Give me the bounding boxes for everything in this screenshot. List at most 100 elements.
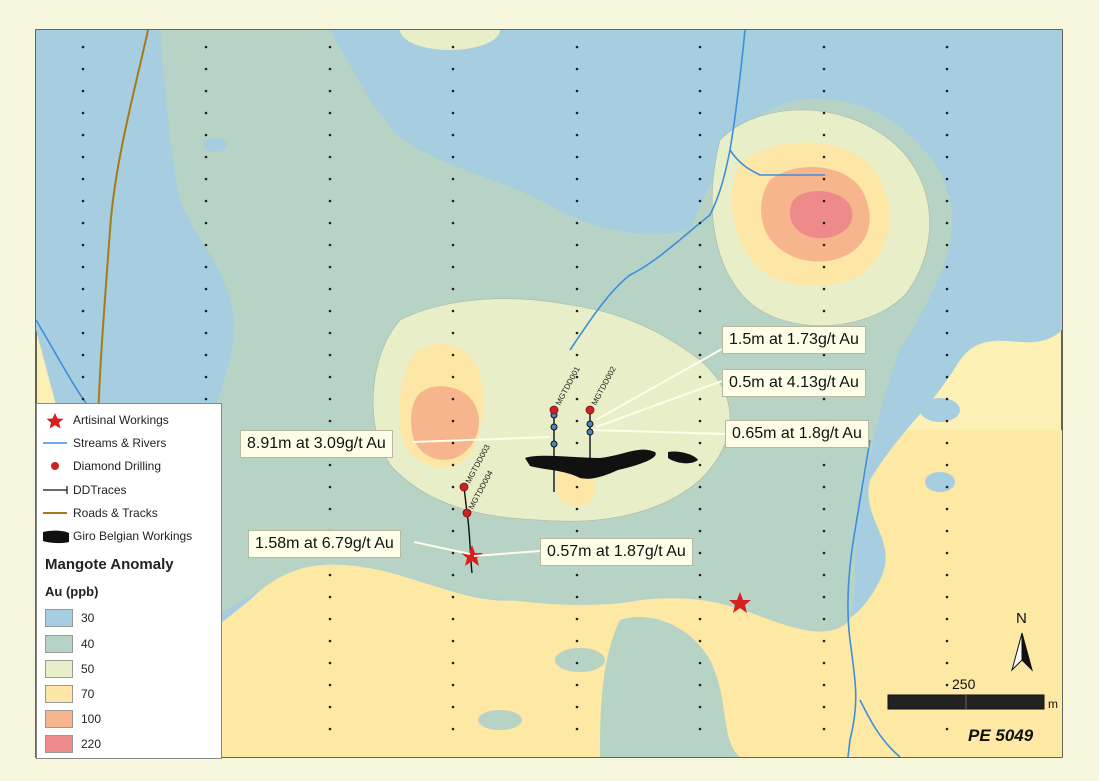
sample-point [451, 507, 455, 511]
sample-point [945, 507, 949, 511]
sample-point [451, 45, 455, 49]
sample-point [451, 177, 455, 181]
line-icon [43, 442, 67, 444]
sample-point [328, 595, 332, 599]
sample-point [328, 133, 332, 137]
sample-point [204, 375, 208, 379]
sample-point [204, 111, 208, 115]
legend-label: DDTraces [73, 483, 127, 497]
sample-point [575, 441, 579, 445]
sample-point [698, 551, 702, 555]
map-legend: Artisinal Workings Streams & Rivers Diam… [36, 403, 222, 759]
sample-point [945, 529, 949, 533]
legend-label: Artisinal Workings [73, 413, 169, 427]
sample-point [698, 661, 702, 665]
sample-point [81, 287, 85, 291]
sample-point [945, 727, 949, 731]
sample-point [822, 265, 826, 269]
sample-point [945, 375, 949, 379]
sample-point [575, 67, 579, 71]
sample-point [945, 199, 949, 203]
legend-swatch-50 [45, 660, 73, 678]
legend-label: Diamond Drilling [73, 459, 162, 473]
region-label: PE 5049 [968, 726, 1034, 745]
sample-point [204, 177, 208, 181]
sample-point [328, 287, 332, 291]
scale-value: 250 [952, 676, 976, 692]
sample-point [81, 331, 85, 335]
sample-point [822, 111, 826, 115]
sample-point [822, 243, 826, 247]
sample-point [822, 507, 826, 511]
sample-point [328, 727, 332, 731]
sample-point [328, 683, 332, 687]
sample-point [945, 595, 949, 599]
sample-point [822, 661, 826, 665]
sample-point [698, 705, 702, 709]
callout-mgtdd002-3: 0.65m at 1.8g/t Au [725, 420, 869, 448]
sample-point [698, 155, 702, 159]
giro-belgian-workings-b [668, 451, 698, 464]
sample-point [204, 309, 208, 313]
sample-point [81, 375, 85, 379]
artisinal-working-star [461, 545, 483, 566]
sample-point [575, 111, 579, 115]
sample-point [81, 89, 85, 93]
sample-point [451, 353, 455, 357]
callout-mgtdd004: 1.58m at 6.79g/t Au [248, 530, 401, 558]
sample-point [575, 287, 579, 291]
sample-point [81, 199, 85, 203]
sample-point [822, 463, 826, 467]
sample-point [451, 199, 455, 203]
legend-item-roads: Roads & Tracks [37, 503, 158, 523]
sample-point [698, 463, 702, 467]
patch-icon [43, 530, 69, 544]
sample-point [698, 507, 702, 511]
sample-point [451, 573, 455, 577]
sample-point [328, 67, 332, 71]
sample-point [822, 617, 826, 621]
sample-point [575, 155, 579, 159]
sample-point [698, 353, 702, 357]
sample-point [822, 727, 826, 731]
contour-40b [600, 616, 740, 757]
sample-point [451, 397, 455, 401]
sample-point [575, 133, 579, 137]
sample-point [328, 199, 332, 203]
sample-point [451, 419, 455, 423]
sample-point [945, 441, 949, 445]
sample-point [822, 89, 826, 93]
sample-point [822, 309, 826, 313]
sample-point [945, 111, 949, 115]
sample-point [81, 111, 85, 115]
sample-point [204, 265, 208, 269]
sample-point [698, 595, 702, 599]
sample-point [698, 727, 702, 731]
sample-point [451, 485, 455, 489]
legend-class-label: 70 [81, 687, 95, 701]
sample-point [575, 309, 579, 313]
sample-point [822, 551, 826, 555]
sample-point [451, 463, 455, 467]
sample-point [575, 705, 579, 709]
sample-point [451, 727, 455, 731]
sample-point [698, 133, 702, 137]
sample-point [204, 133, 208, 137]
sample-point [328, 243, 332, 247]
sample-point [328, 617, 332, 621]
drill-collar-mgtdd001 [549, 405, 559, 415]
sample-point [575, 573, 579, 577]
sample-point [451, 309, 455, 313]
sample-point [328, 331, 332, 335]
sample-point [328, 89, 332, 93]
sample-point [822, 485, 826, 489]
sample-point [81, 155, 85, 159]
sample-point [945, 45, 949, 49]
sample-point [575, 243, 579, 247]
sample-point [451, 441, 455, 445]
legend-class-label: 100 [81, 712, 102, 726]
sample-point [945, 67, 949, 71]
sample-point [328, 353, 332, 357]
sample-point [328, 573, 332, 577]
sample-point [822, 595, 826, 599]
